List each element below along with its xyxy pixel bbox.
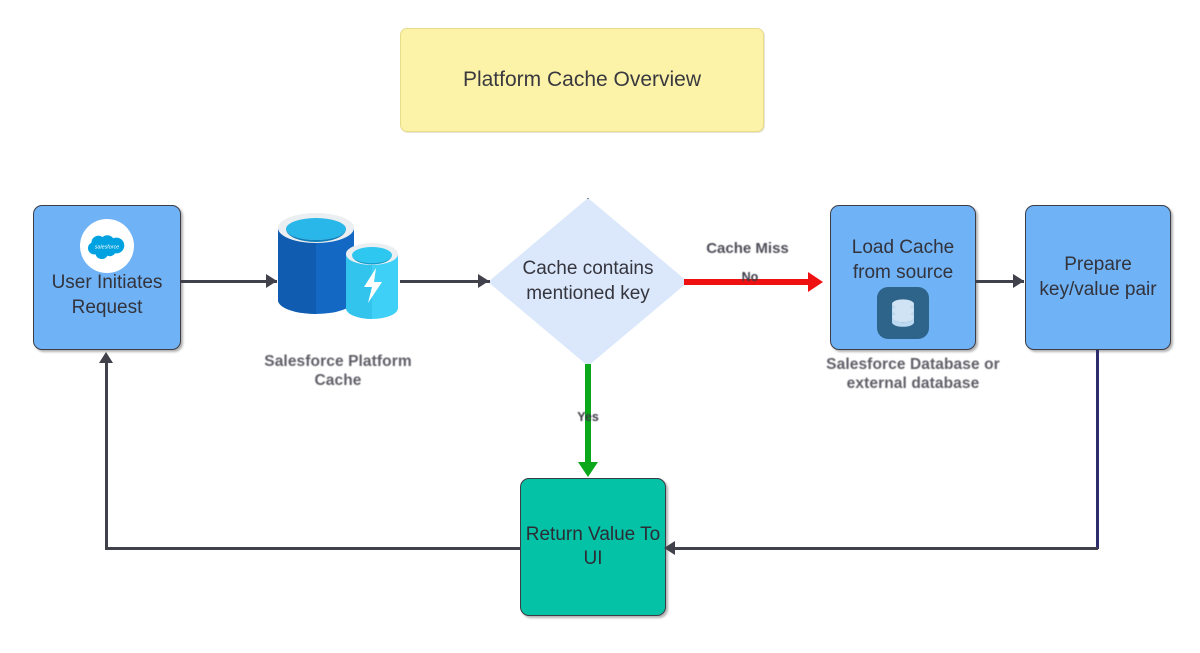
edge-cache-hit-arrowhead — [578, 462, 598, 477]
edge-load-to-prepare — [976, 280, 1024, 283]
node-user-initiates-request-label: User Initiates Request — [51, 272, 163, 318]
edge-user-to-cache — [181, 280, 277, 283]
caption-salesforce-platform-cache: Salesforce Platform Cache — [264, 353, 412, 390]
node-load-cache-from-source[interactable]: Load Cache from source — [830, 205, 976, 350]
caption-salesforce-database: Salesforce Database or external database — [826, 356, 1000, 393]
edge-cache-miss — [684, 279, 814, 285]
edge-return-to-user-horizontal — [105, 547, 521, 550]
database-icon — [877, 287, 929, 339]
edge-label-yes: Yes — [577, 410, 599, 424]
edge-label-cache-miss: Cache Miss — [706, 240, 789, 257]
diagram-title-text: Platform Cache Overview — [462, 67, 702, 91]
edge-prepare-down — [1096, 350, 1099, 549]
salesforce-cloud-icon: salesforce — [80, 219, 134, 273]
diagram-title-box: Platform Cache Overview — [400, 28, 764, 132]
node-user-initiates-request[interactable]: salesforce User Initiates Request — [33, 205, 181, 350]
edge-prepare-to-return — [672, 547, 1098, 550]
node-prepare-key-value-pair[interactable]: Prepare key/value pair — [1025, 205, 1171, 350]
node-return-value-label: Return Value To UI — [525, 523, 661, 569]
node-prepare-label: Prepare key/value pair — [1039, 254, 1157, 300]
edge-cache-to-decision-arrowhead — [478, 274, 489, 288]
edge-cache-to-decision — [400, 280, 490, 283]
node-decision-cache-contains-key[interactable]: Cache contains mentioned key — [488, 198, 688, 366]
node-return-value-to-ui[interactable]: Return Value To UI — [520, 478, 666, 616]
node-decision-label: Cache contains mentioned key — [522, 258, 654, 304]
edge-return-to-user-vertical — [105, 362, 108, 549]
edge-cache-miss-arrowhead — [808, 272, 823, 292]
edge-return-to-user-arrowhead — [99, 352, 113, 363]
edge-load-to-prepare-arrowhead — [1013, 274, 1024, 288]
cache-cylinders-icon — [262, 206, 412, 336]
node-load-cache-label: Load Cache from source — [851, 237, 955, 283]
edge-cache-hit — [585, 364, 591, 468]
edge-label-no: No — [741, 270, 759, 284]
edge-prepare-to-return-arrowhead — [664, 541, 675, 555]
svg-text:salesforce: salesforce — [95, 245, 120, 251]
edge-user-to-cache-arrowhead — [266, 274, 277, 288]
